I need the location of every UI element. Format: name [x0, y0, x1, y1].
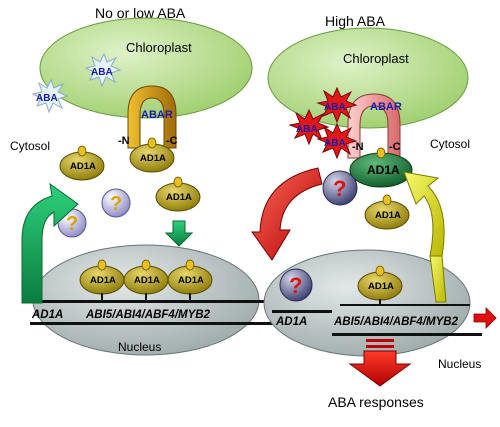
right-dna-strand-ad1a	[272, 310, 332, 313]
left-ad1a-dna-2	[123, 259, 169, 301]
left-ad1a-bound-label: AD1A	[140, 153, 166, 164]
right-aba-burst-1	[316, 86, 358, 124]
right-question-mark-1: ?	[333, 176, 346, 201]
left-abar-label: ABAR	[141, 109, 173, 121]
left-gene-ad1a: AD1A	[31, 309, 63, 321]
right-panel-title: High ABA	[325, 13, 386, 29]
right-gene-ad1a: AD1A	[275, 316, 307, 328]
left-nucleus-label: Nucleus	[118, 340, 161, 354]
left-curved-arrow	[21, 182, 79, 304]
left-ad1a-bound-knob	[147, 137, 157, 149]
left-aba-burst-2	[31, 78, 69, 114]
right-ad1a-dna-label: AD1A	[368, 281, 394, 292]
right-aba-burst-3	[316, 122, 358, 160]
right-ad1a-free-label: AD1A	[375, 210, 401, 221]
left-ad1a-dna-3-label: AD1A	[178, 275, 204, 286]
left-ad1a-free-1-label: AD1A	[70, 161, 96, 172]
right-chloroplast-label: Chloroplast	[343, 51, 409, 66]
right-n-terminus: -N	[352, 141, 364, 153]
right-question-mark-2: ?	[289, 273, 302, 298]
left-panel-title: No or low ABA	[95, 5, 186, 21]
right-question-circle-2	[279, 268, 313, 302]
right-yellow-curved-arrow	[403, 171, 445, 257]
right-aba-label-3: ABA	[324, 138, 346, 149]
left-aba-label-1: ABA	[91, 67, 113, 78]
right-ad1a-dna	[357, 265, 403, 305]
left-dna-strand-top	[22, 300, 270, 303]
left-question-mark-1: ?	[66, 213, 78, 235]
right-dna-strand-top	[340, 304, 470, 306]
right-down-arrow	[348, 339, 412, 387]
left-aba-burst-1	[84, 52, 122, 88]
left-ad1a-dna-1	[79, 259, 125, 301]
right-aba-label-2: ABA	[296, 124, 318, 135]
right-ad1a-bound-knob	[376, 147, 386, 159]
left-ad1a-dna-2-label: AD1A	[134, 275, 160, 286]
right-abar-label: ABAR	[370, 101, 402, 113]
right-dna-strand-bottom	[332, 333, 482, 336]
left-dna-strand-bottom	[30, 322, 278, 325]
left-ad1a-dna-3	[167, 259, 213, 301]
left-cytosol-label: Cytosol	[10, 139, 50, 153]
left-question-circle-2	[101, 188, 131, 218]
right-ad1a-free-knob	[382, 194, 392, 206]
right-chloroplast	[267, 27, 469, 129]
right-c-terminus: -C	[389, 141, 401, 153]
left-c-terminus: -C	[166, 135, 178, 147]
right-aba-responses-label: ABA responses	[328, 394, 424, 410]
left-n-terminus: -N	[118, 135, 130, 147]
right-cytosol-label: Cytosol	[430, 137, 470, 151]
right-red-curved-arrow	[251, 167, 323, 261]
left-down-arrow	[164, 220, 194, 247]
right-nucleus-label: Nucleus	[438, 357, 481, 371]
right-aba-burst-2	[288, 108, 330, 146]
right-ad1a-bound-label: AD1A	[367, 163, 400, 177]
right-small-arrow	[473, 307, 497, 329]
left-chloroplast	[39, 17, 253, 119]
left-ad1a-free-1-knob	[77, 145, 87, 157]
left-question-mark-2: ?	[110, 193, 122, 215]
left-gene-targets: ABI5/ABI4/ABF4/MYB2	[85, 309, 211, 321]
right-gene-targets: ABI5/ABI4/ABF4/MYB2	[333, 316, 459, 328]
right-aba-label-1: ABA	[324, 102, 346, 113]
left-ad1a-dna-1-label: AD1A	[90, 275, 116, 286]
left-ad1a-free-2-label: AD1A	[166, 192, 192, 203]
right-yellow-arrow-stem	[429, 255, 447, 303]
left-chloroplast-label: Chloroplast	[126, 40, 192, 55]
left-aba-label-2: ABA	[36, 93, 58, 104]
right-question-circle-1	[322, 170, 358, 206]
left-ad1a-free-2-knob	[173, 176, 183, 188]
